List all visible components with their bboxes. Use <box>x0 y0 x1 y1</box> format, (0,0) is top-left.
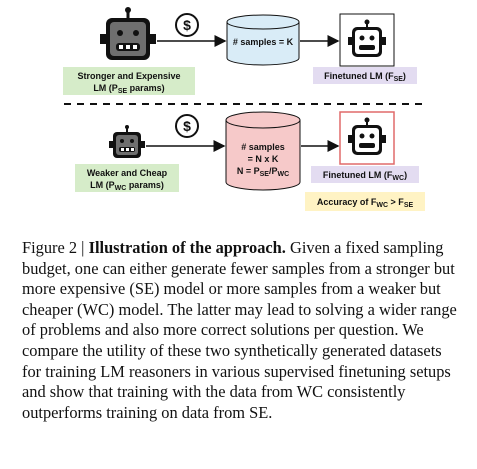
approach-figure: Stronger and Expensive LM (PSE params) $… <box>63 7 426 211</box>
figure-caption: Figure 2 | Illustration of the approach.… <box>22 238 462 423</box>
finetuned-wc-label: Finetuned LM (FWC) <box>323 170 407 182</box>
svg-text:$: $ <box>183 118 191 134</box>
bottom-dataset-cylinder <box>225 111 301 191</box>
stronger-lm-robot-icon <box>100 7 156 60</box>
finetuned-se-label-box <box>313 67 417 84</box>
weaker-lm-label-box <box>75 164 179 192</box>
finetuned-wc-label-box <box>311 166 419 183</box>
top-dataset-cylinder <box>226 14 300 66</box>
finetuned-wc-robot-icon <box>339 111 395 165</box>
bottom-cost-dollar-icon: $ <box>175 114 199 138</box>
accuracy-comparison-label: Accuracy of FWC > FSE <box>317 197 414 209</box>
bottom-dataset-label-line2: = N x K <box>248 154 279 164</box>
stronger-lm-label-line2: LM (PSE params) <box>93 83 164 95</box>
caption-body: Given a fixed sampling budget, one can e… <box>22 238 457 422</box>
finetuned-se-robot-icon <box>339 13 395 67</box>
stronger-lm-label-line1: Stronger and Expensive <box>77 71 180 81</box>
weaker-lm-label-line1: Weaker and Cheap <box>87 168 168 178</box>
caption-title: Illustration of the approach. <box>88 238 286 257</box>
stronger-lm-label-box <box>63 67 195 95</box>
weaker-lm-robot-icon <box>109 125 145 158</box>
svg-text:$: $ <box>183 17 191 33</box>
bottom-dataset-label-line3: N = PSE/PWC <box>237 166 289 178</box>
caption-figure-label: Figure 2 | <box>22 238 89 257</box>
finetuned-se-label: Finetuned LM (FSE) <box>324 71 406 83</box>
accuracy-comparison-box <box>305 192 425 211</box>
weaker-lm-label-line2: LM (PWC params) <box>90 180 164 192</box>
top-cost-dollar-icon: $ <box>175 13 199 37</box>
bottom-dataset-label-line1: # samples <box>241 142 285 152</box>
top-dataset-label: # samples = K <box>233 37 294 47</box>
